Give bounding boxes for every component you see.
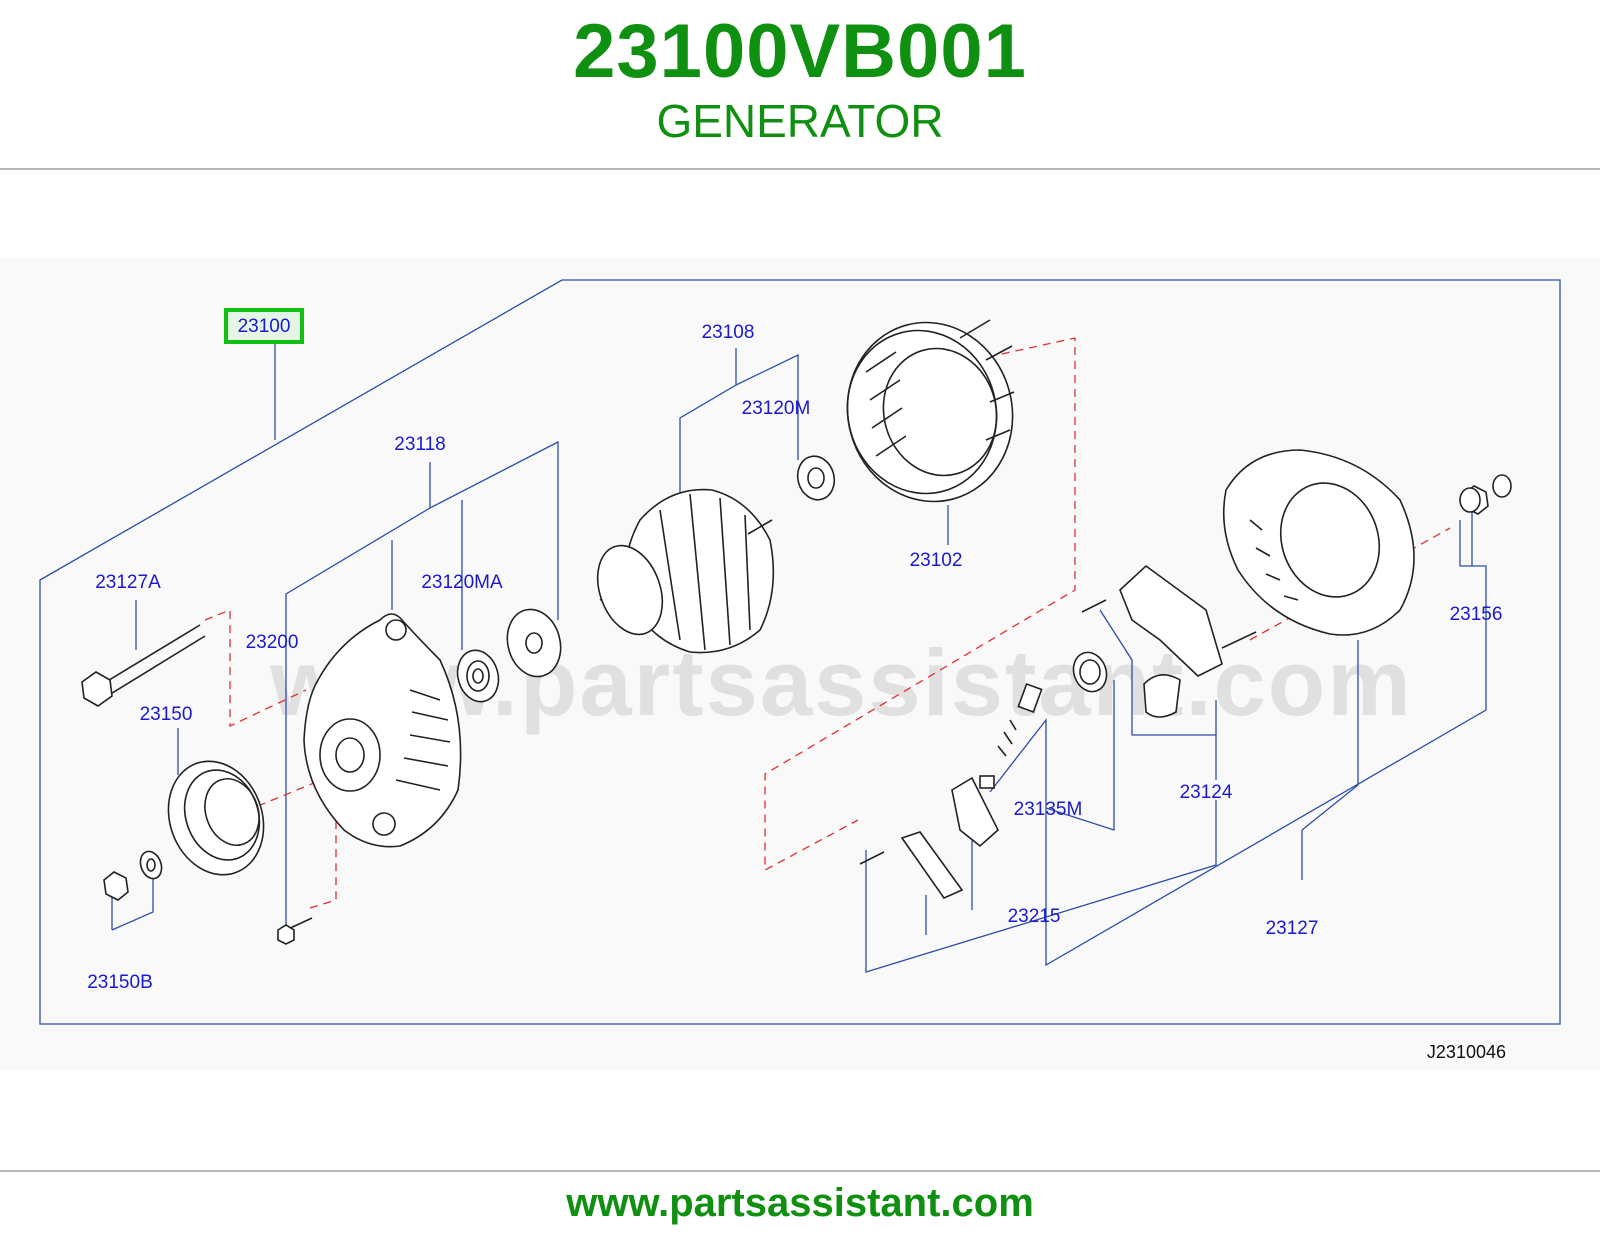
pulley-nut-part bbox=[103, 871, 129, 901]
bracket-screw-part bbox=[277, 917, 313, 945]
front-bracket-part bbox=[303, 613, 462, 848]
footer-divider bbox=[0, 1170, 1600, 1172]
part-label-23118[interactable]: 23118 bbox=[394, 434, 445, 455]
header-divider bbox=[0, 168, 1600, 170]
part-label-23200[interactable]: 23200 bbox=[246, 632, 299, 653]
part-label-23150b[interactable]: 23150B bbox=[87, 972, 153, 993]
part-label-23120ma[interactable]: 23120MA bbox=[421, 572, 503, 593]
through-bolt-part bbox=[81, 624, 206, 707]
part-label-23215[interactable]: 23215 bbox=[1008, 906, 1061, 927]
rear-housing-part bbox=[1222, 449, 1415, 636]
rectifier-part bbox=[1081, 564, 1257, 677]
part-label-23150[interactable]: 23150 bbox=[140, 704, 193, 725]
assembly-outline bbox=[39, 279, 1561, 1025]
part-label-23120m[interactable]: 23120M bbox=[742, 398, 811, 419]
page-title: 23100VB001 bbox=[573, 9, 1027, 94]
brush-cover-part bbox=[1143, 674, 1181, 718]
part-label-highlight bbox=[224, 308, 304, 344]
footer-url[interactable]: www.partsassistant.com bbox=[566, 1181, 1034, 1225]
terminal-insulator-part bbox=[1459, 474, 1512, 513]
diagram-reference-code: J2310046 bbox=[1427, 1042, 1506, 1062]
exploded-parts-diagram: www.partsassistant.com bbox=[39, 279, 1561, 1062]
front-bearing-part bbox=[456, 649, 500, 703]
parts-diagram-area: www.partsassistant.com bbox=[0, 258, 1600, 1070]
rear-bearing-part bbox=[796, 455, 836, 501]
pulley-part bbox=[167, 760, 265, 876]
page-subtitle: GENERATOR bbox=[656, 95, 944, 147]
leader-lines bbox=[111, 342, 1487, 973]
part-label-23127[interactable]: 23127 bbox=[1266, 918, 1319, 939]
part-label-23100[interactable]: 23100 bbox=[238, 316, 291, 337]
stator-part bbox=[846, 319, 1015, 503]
rotor-part bbox=[596, 488, 775, 654]
part-label-23127a[interactable]: 23127A bbox=[95, 572, 161, 593]
slip-ring-part bbox=[1072, 651, 1108, 693]
bearing-retainer-plate-part bbox=[506, 608, 562, 678]
part-label-group: 23100 23108 23120M 23118 23102 23127A 23… bbox=[87, 308, 1503, 993]
part-label-23108[interactable]: 23108 bbox=[702, 322, 755, 343]
part-label-23156[interactable]: 23156 bbox=[1450, 604, 1503, 625]
part-label-23135m[interactable]: 23135M bbox=[1014, 799, 1083, 820]
pulley-washer-part bbox=[139, 850, 163, 880]
brush-holder-part bbox=[859, 682, 1043, 899]
part-label-23102[interactable]: 23102 bbox=[910, 550, 963, 571]
part-label-23124[interactable]: 23124 bbox=[1180, 782, 1233, 803]
